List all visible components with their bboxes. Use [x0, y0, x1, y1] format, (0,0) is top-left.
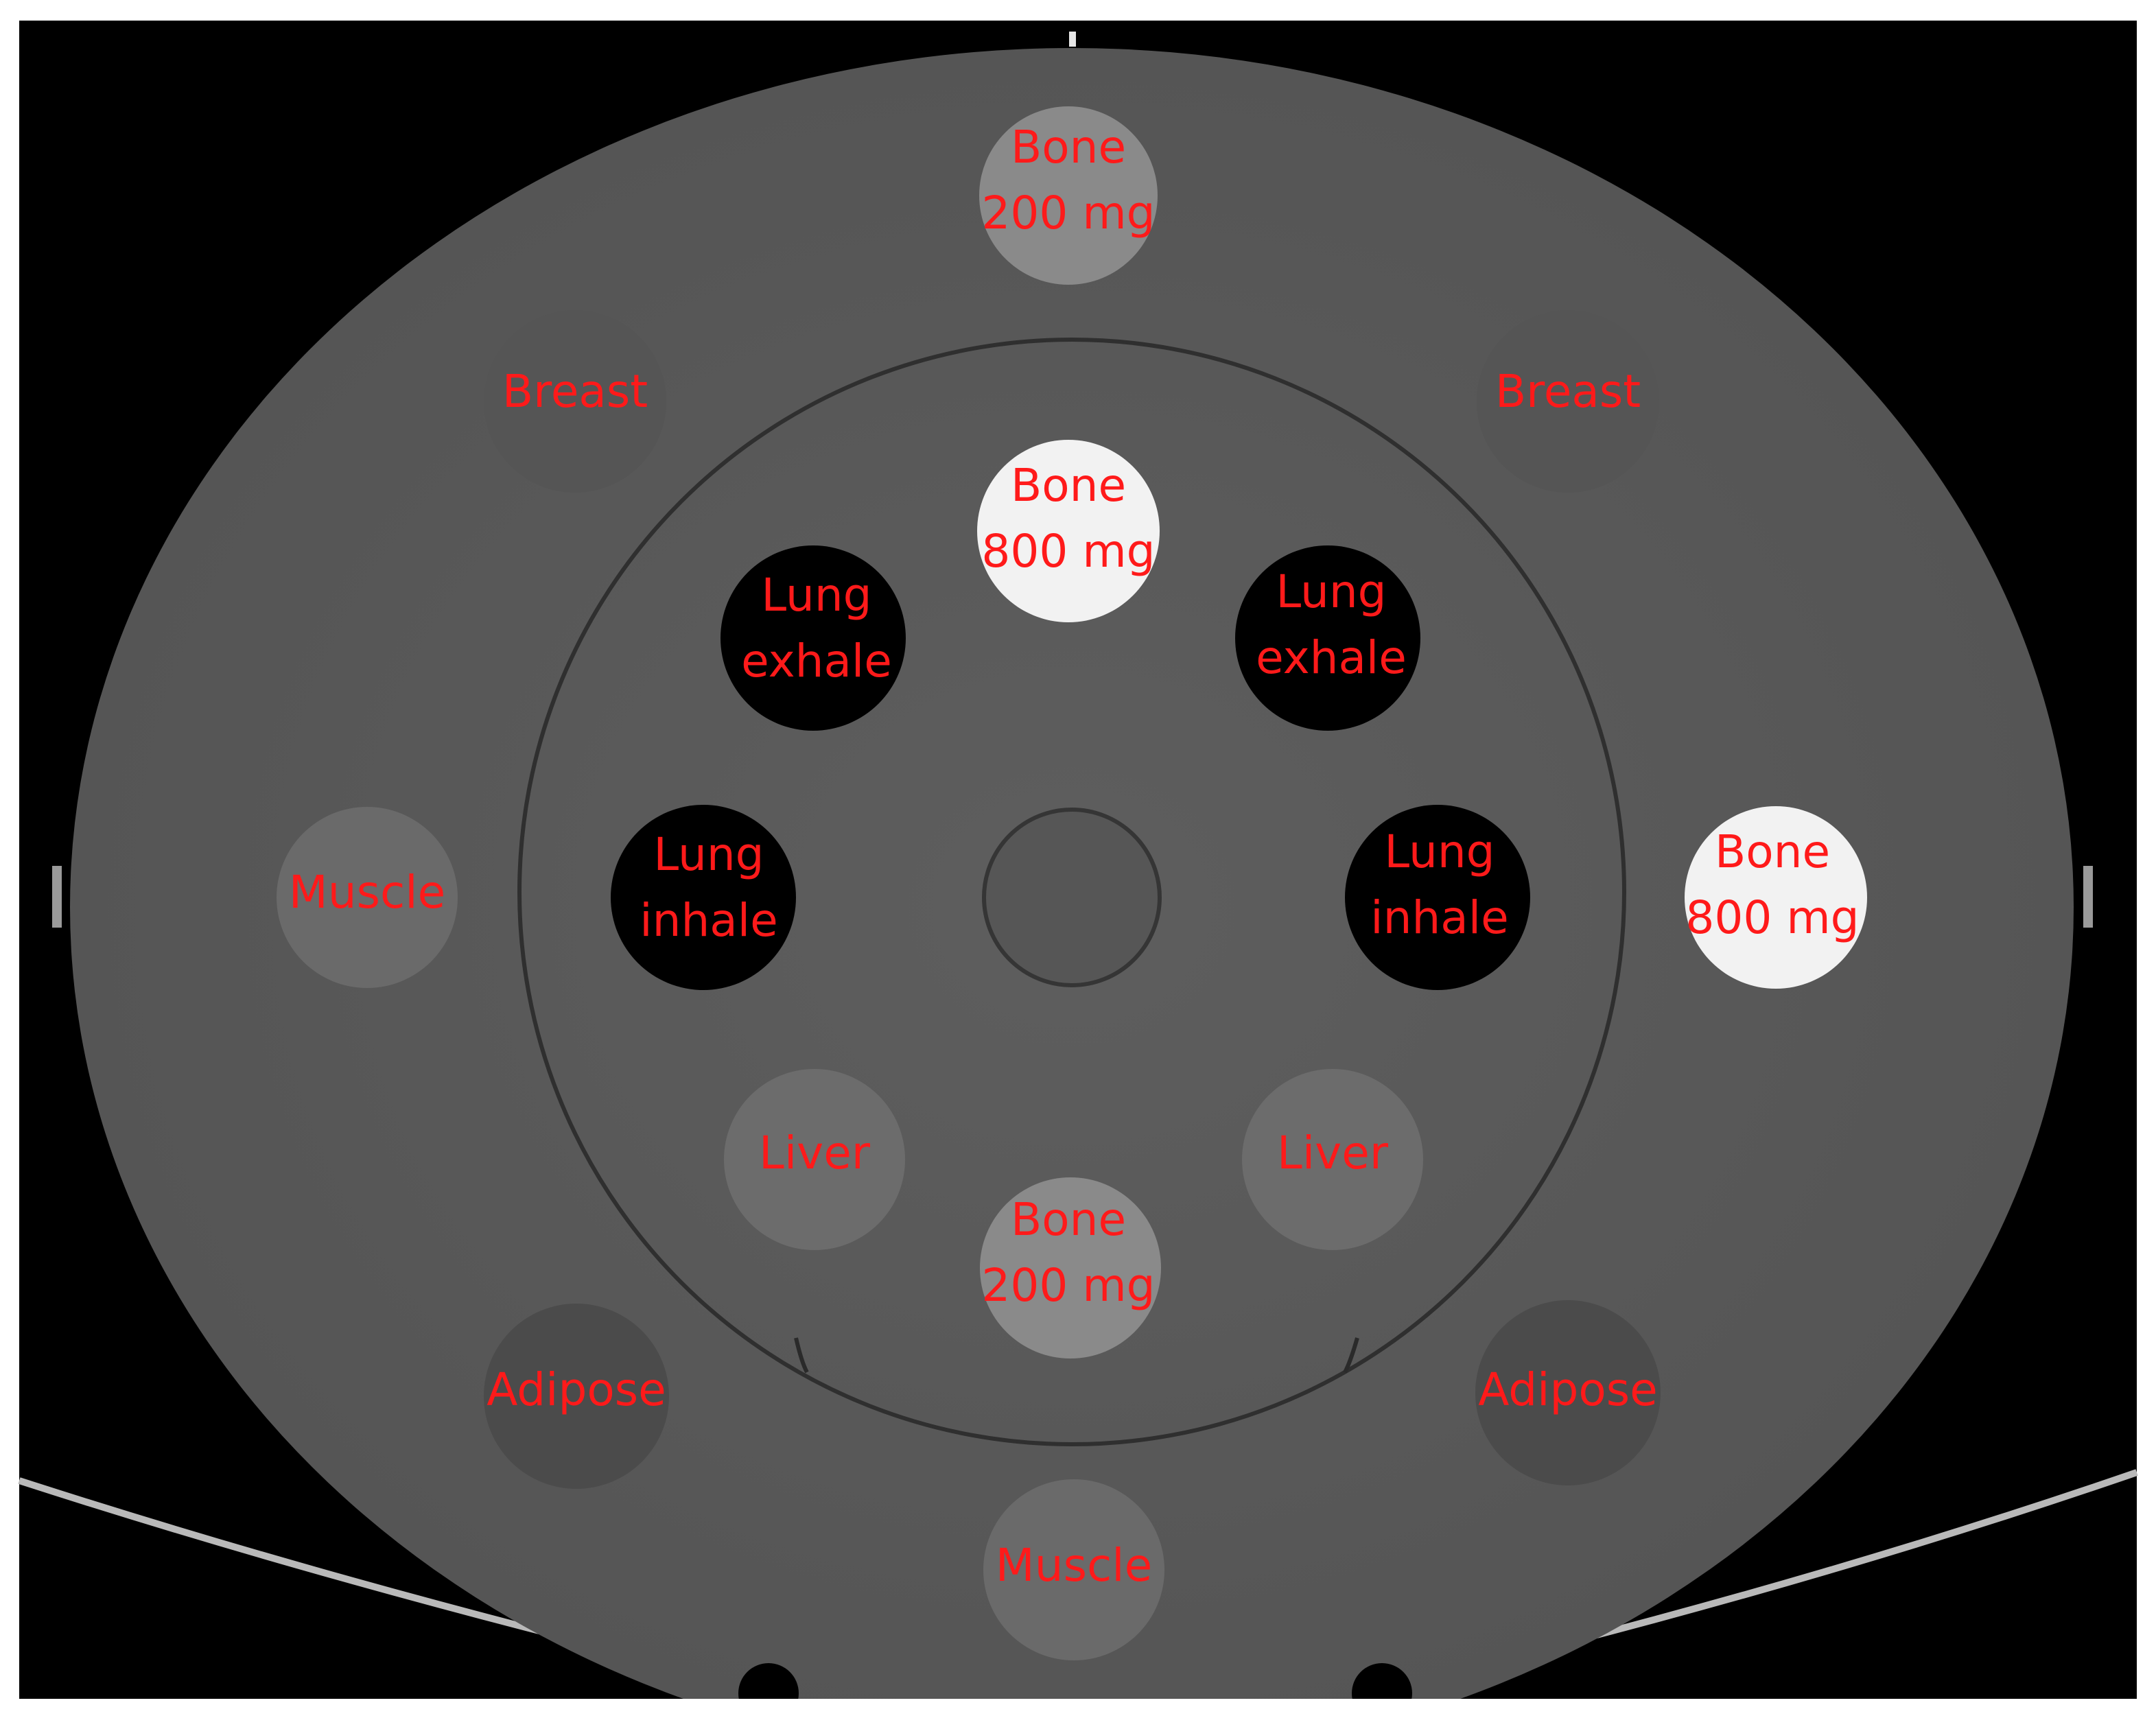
inner-arc-right — [1343, 1337, 1359, 1374]
insert-disc — [1345, 805, 1530, 990]
insert-disc — [1235, 545, 1420, 731]
insert-label: exhale — [741, 635, 892, 687]
insert-label: 800 mg — [1685, 891, 1859, 944]
insert-muscle-left: Muscle — [277, 807, 458, 988]
insert-bone-200-inner: Bone 200 mg — [980, 1177, 1161, 1358]
insert-label: Adipose — [487, 1363, 666, 1416]
insert-label: Liver — [759, 1127, 871, 1179]
insert-label: inhale — [1370, 891, 1508, 944]
insert-label: Bone — [1011, 121, 1126, 174]
insert-muscle-bottom: Muscle — [983, 1479, 1164, 1660]
insert-label: Muscle — [996, 1539, 1152, 1592]
insert-disc — [611, 805, 796, 990]
insert-label: Lung — [1276, 565, 1386, 618]
top-marker — [1069, 32, 1076, 47]
insert-lung-inhale-left: Lung inhale — [611, 805, 796, 990]
insert-liver-left: Liver — [724, 1069, 905, 1250]
insert-label: inhale — [640, 894, 777, 947]
insert-disc — [982, 808, 1162, 987]
inner-ring — [517, 338, 1626, 1446]
side-marker-left — [52, 866, 62, 928]
insert-bone-800-inner: Bone 800 mg — [977, 440, 1160, 622]
insert-label: Bone — [1715, 825, 1830, 878]
insert-label: 200 mg — [981, 187, 1155, 239]
inner-arc-left — [794, 1337, 809, 1374]
insert-label: Lung — [653, 828, 764, 881]
insert-breast-right: Breast — [1477, 310, 1659, 493]
insert-label: Lung — [761, 569, 871, 622]
insert-disc — [1475, 1300, 1661, 1485]
insert-disc — [484, 1304, 669, 1489]
insert-bone-200-top: Bone 200 mg — [979, 106, 1158, 285]
insert-label: 800 mg — [981, 525, 1155, 578]
insert-disc — [1242, 1069, 1423, 1250]
insert-label: Breast — [502, 365, 648, 418]
insert-adipose-left: Adipose — [484, 1304, 669, 1489]
insert-disc — [977, 440, 1160, 622]
insert-disc — [1685, 806, 1867, 989]
insert-lung-inhale-right: Lung inhale — [1345, 805, 1530, 990]
insert-disc — [724, 1069, 905, 1250]
insert-label: Bone — [1011, 1193, 1126, 1246]
insert-label: Breast — [1495, 365, 1641, 418]
insert-bone-800-outer: Bone 800 mg — [1685, 806, 1867, 989]
insert-label: Adipose — [1478, 1363, 1658, 1416]
insert-liver-right: Liver — [1242, 1069, 1423, 1250]
insert-lung-exhale-left: Lung exhale — [720, 545, 906, 731]
insert-label: Bone — [1011, 459, 1126, 512]
insert-label: Lung — [1384, 825, 1495, 878]
insert-label: Liver — [1277, 1127, 1389, 1179]
insert-disc — [484, 310, 666, 493]
insert-lung-exhale-right: Lung exhale — [1235, 545, 1420, 731]
insert-label: Muscle — [289, 866, 445, 919]
insert-label: exhale — [1256, 631, 1407, 684]
insert-adipose-right: Adipose — [1475, 1300, 1661, 1485]
insert-center — [982, 808, 1162, 987]
insert-disc — [1477, 310, 1659, 493]
insert-disc — [980, 1177, 1161, 1358]
bottom-edge-mask — [19, 1699, 2137, 1729]
insert-disc — [277, 807, 458, 988]
insert-disc — [983, 1479, 1164, 1660]
insert-disc — [979, 106, 1158, 285]
insert-breast-left: Breast — [484, 310, 666, 493]
insert-disc — [720, 545, 906, 731]
insert-label: 200 mg — [981, 1259, 1155, 1312]
side-marker-right — [2083, 866, 2093, 928]
